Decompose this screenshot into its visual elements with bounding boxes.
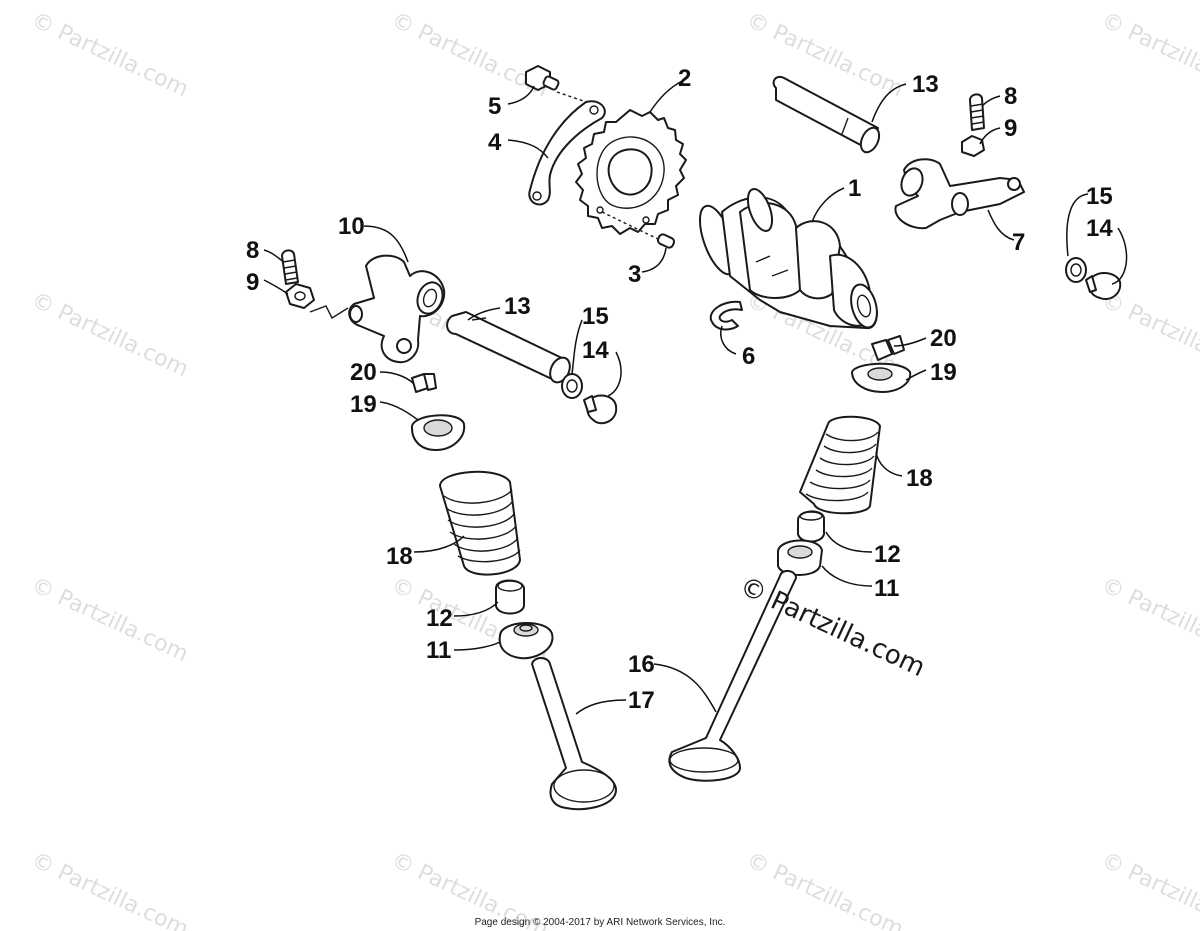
callout-8-right: 8 <box>1004 83 1017 110</box>
cap-left <box>583 394 618 425</box>
watermark: © Partzilla.com <box>1097 8 1200 102</box>
circlip <box>709 300 743 331</box>
callout-14-left: 14 <box>582 337 609 364</box>
adjust-screw-right <box>969 93 985 131</box>
callout-labels: 2 5 4 3 13 8 9 1 7 15 14 6 20 19 10 8 9 … <box>246 65 1113 714</box>
camshaft <box>698 188 878 330</box>
callout-5: 5 <box>488 93 501 120</box>
keepers-left <box>411 373 437 393</box>
callout-15-left: 15 <box>582 303 609 330</box>
spring-seat-right <box>777 539 823 576</box>
watermark: © Partzilla.com <box>27 573 191 667</box>
callout-3: 3 <box>628 261 641 288</box>
callout-14-right: 14 <box>1086 215 1113 242</box>
exhaust-valve <box>531 657 617 811</box>
callout-9-left: 9 <box>246 269 259 296</box>
callout-10: 10 <box>338 213 365 240</box>
watermark: © Partzilla.com <box>27 8 191 102</box>
valve-spring-left <box>439 470 521 576</box>
rocker-arm-right <box>894 158 1025 230</box>
callout-7: 7 <box>1012 229 1025 256</box>
stem-seal-left <box>495 579 525 615</box>
pin-alignment-line <box>601 211 661 241</box>
callout-20-left: 20 <box>350 359 377 386</box>
callout-13-right: 13 <box>912 71 939 98</box>
lock-nut-left <box>285 283 315 309</box>
rocker-shaft-right <box>772 76 881 154</box>
watermark: © Partzilla.com <box>1097 288 1200 382</box>
cap-far-right <box>1085 272 1122 300</box>
callout-19-left: 19 <box>350 391 377 418</box>
rocker-arm-left <box>348 254 446 364</box>
watermark: © Partzilla.com <box>1097 573 1200 667</box>
intake-valve <box>668 570 797 782</box>
callout-18-left: 18 <box>386 543 413 570</box>
camshaft-bolt <box>525 65 560 91</box>
valve-spring-right <box>799 415 881 515</box>
retainer-left <box>411 414 466 451</box>
dowel-pin <box>656 233 676 249</box>
callout-16: 16 <box>628 651 655 678</box>
callout-8-left: 8 <box>246 237 259 264</box>
adjust-screw-left <box>281 249 299 285</box>
cam-sprocket <box>575 109 687 235</box>
callout-11-right: 11 <box>874 575 899 602</box>
seal-left <box>561 373 583 399</box>
watermark: © Partzilla.com <box>742 8 906 102</box>
lock-nut-right <box>961 135 985 157</box>
spring-seat-left <box>498 621 554 660</box>
callout-15-right: 15 <box>1086 183 1113 210</box>
watermark: © Partzilla.com <box>387 8 551 102</box>
callout-9-right: 9 <box>1004 115 1017 142</box>
watermark: © Partzilla.com <box>27 288 191 382</box>
callout-11-left: 11 <box>426 637 451 664</box>
callout-19-right: 19 <box>930 359 957 386</box>
callout-17: 17 <box>628 687 655 714</box>
callout-1: 1 <box>848 175 861 202</box>
retainer-right <box>851 362 912 393</box>
rocker-shaft-left <box>446 311 571 384</box>
leader-lines <box>263 79 1128 715</box>
callout-13-left: 13 <box>504 293 531 320</box>
callout-18-right: 18 <box>906 465 933 492</box>
screw-leader-line <box>309 305 349 320</box>
callout-6: 6 <box>742 343 755 370</box>
callout-12-left: 12 <box>426 605 453 632</box>
callout-20-right: 20 <box>930 325 957 352</box>
callout-4: 4 <box>488 129 502 156</box>
sprocket-bracket <box>528 100 606 206</box>
stem-seal-right <box>797 510 825 543</box>
callout-2: 2 <box>678 65 691 92</box>
keepers-right <box>871 335 905 361</box>
seal-far-right <box>1065 257 1087 283</box>
callout-12-right: 12 <box>874 541 901 568</box>
footer-copyright: Page design © 2004-2017 by ARI Network S… <box>474 917 726 928</box>
